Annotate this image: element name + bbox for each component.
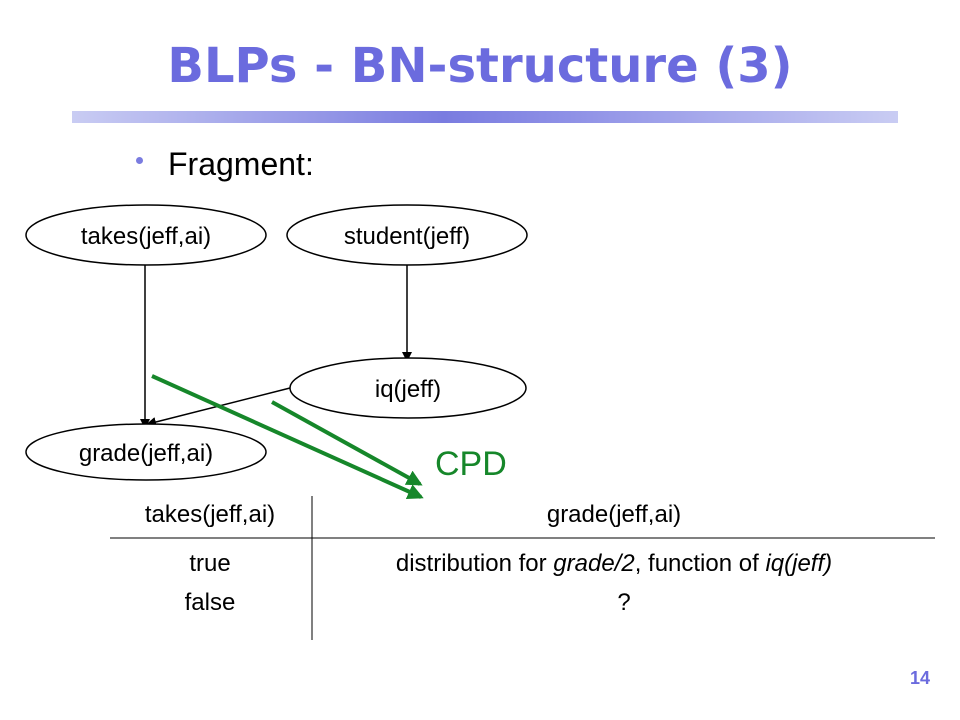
node-iq-label: iq(jeff) <box>375 376 441 403</box>
table-row-true-value: distribution for grade/2, function of iq… <box>314 550 914 578</box>
table-row-true-condition: true <box>189 550 231 577</box>
slide-title: BLPs - BN-structure (3) <box>167 38 793 94</box>
cpd-arrow-from-iq <box>271 400 423 486</box>
node-grade: grade(jeff,ai) <box>25 423 267 481</box>
node-grade-label: grade(jeff,ai) <box>79 440 213 467</box>
node-takes: takes(jeff,ai) <box>25 204 267 266</box>
value-part-3: , function of <box>634 550 766 577</box>
node-iq: iq(jeff) <box>289 357 527 419</box>
cpd-arrow-from-takes <box>151 374 424 499</box>
value-part-1: distribution for <box>395 550 554 577</box>
node-student-label: student(jeff) <box>344 223 470 250</box>
value-part-2: grade/2 <box>553 550 635 577</box>
table-header-takes: takes(jeff,ai) <box>144 501 276 528</box>
bullet-icon <box>136 157 143 164</box>
table-row-false-condition: false <box>184 589 236 616</box>
node-student: student(jeff) <box>286 204 528 266</box>
cpd-label: CPD <box>435 445 507 483</box>
table-header-grade: grade(jeff,ai) <box>546 501 682 528</box>
title-underline-bar <box>72 111 898 123</box>
page-number: 14 <box>909 668 930 688</box>
bullet-text: Fragment: <box>168 146 314 182</box>
node-takes-label: takes(jeff,ai) <box>81 223 211 250</box>
value-part-4: iq(jeff) <box>765 550 833 577</box>
table-row-false-value: ? <box>617 589 631 616</box>
